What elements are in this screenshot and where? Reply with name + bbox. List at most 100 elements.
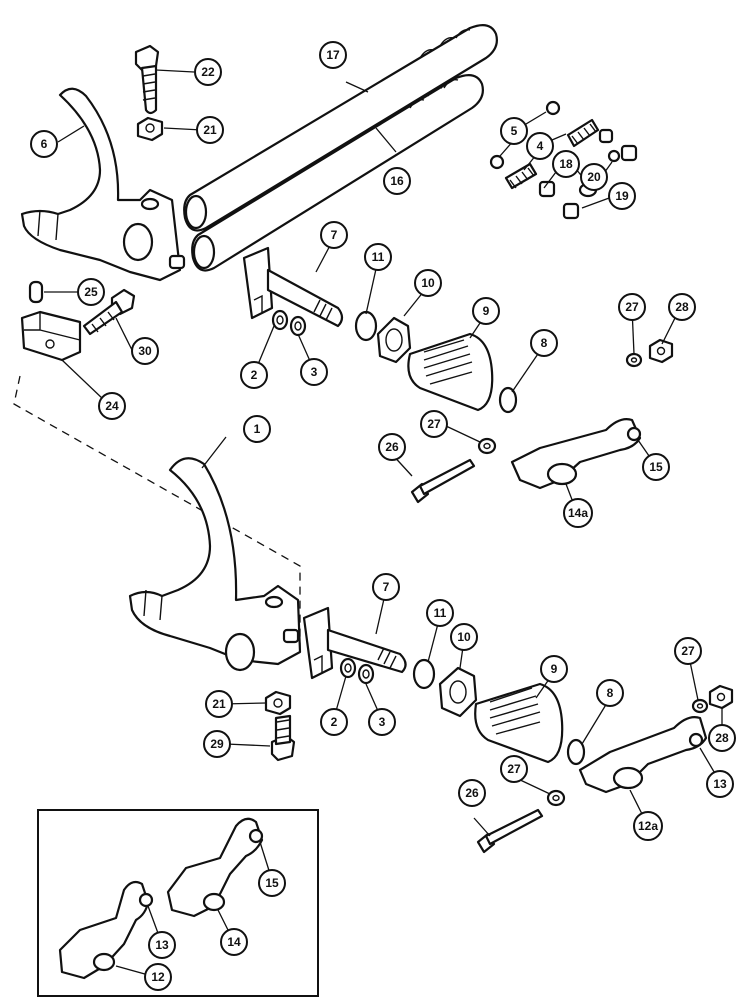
seal-nut-sleeve-upper (354, 310, 518, 414)
svg-text:11: 11 (372, 250, 385, 264)
callout-24: 24 (98, 392, 126, 420)
bolt-22 (134, 44, 160, 115)
svg-text:19: 19 (615, 189, 629, 203)
block-24 (20, 310, 82, 362)
callout-9-upper: 9 (472, 297, 500, 325)
callout-11-upper: 11 (364, 243, 392, 271)
callout-26-lower: 26 (458, 779, 486, 807)
callout-19: 19 (608, 182, 636, 210)
svg-text:10: 10 (421, 276, 435, 290)
callout-21-lower: 21 (205, 690, 233, 718)
callout-22: 22 (194, 58, 222, 86)
callout-27-upper-right: 27 (618, 293, 646, 321)
callout-13-main: 13 (706, 770, 734, 798)
inset-frame (37, 809, 319, 997)
callout-7-upper: 7 (320, 221, 348, 249)
svg-text:13: 13 (155, 938, 169, 952)
shaft-16 (191, 73, 484, 272)
svg-text:28: 28 (675, 300, 689, 314)
callout-30: 30 (131, 337, 159, 365)
svg-text:25: 25 (84, 285, 98, 299)
washers-2-3-upper (271, 309, 307, 337)
callout-6: 6 (30, 130, 58, 158)
callout-2-upper: 2 (240, 361, 268, 389)
svg-text:24: 24 (105, 399, 119, 413)
svg-text:15: 15 (649, 460, 663, 474)
washer-nut-lower-right (691, 684, 734, 714)
svg-text:9: 9 (551, 662, 558, 676)
callout-14: 14 (220, 928, 248, 956)
svg-text:22: 22 (201, 65, 215, 79)
svg-text:12: 12 (151, 970, 165, 984)
callout-9-lower: 9 (540, 655, 568, 683)
svg-text:1: 1 (254, 422, 261, 436)
washer-nut-upper-right (625, 338, 674, 368)
inset-lever-12 (58, 880, 154, 980)
callout-3-upper: 3 (300, 358, 328, 386)
svg-text:3: 3 (379, 715, 386, 729)
callout-12a: 12a (633, 811, 663, 841)
callout-25: 25 (77, 278, 105, 306)
bolt-29 (270, 714, 296, 762)
svg-text:26: 26 (465, 786, 479, 800)
callout-11-lower: 11 (426, 599, 454, 627)
svg-text:7: 7 (383, 580, 390, 594)
svg-text:18: 18 (559, 157, 573, 171)
inset-lever-14 (166, 817, 264, 918)
svg-text:10: 10 (457, 630, 471, 644)
svg-text:6: 6 (41, 137, 48, 151)
callout-28-upper: 28 (668, 293, 696, 321)
callout-12: 12 (144, 963, 172, 991)
svg-text:7: 7 (331, 228, 338, 242)
shaft-17 (183, 23, 498, 232)
callout-10-lower: 10 (450, 623, 478, 651)
shift-fork-1 (128, 457, 302, 672)
callout-27-lower-mid: 27 (500, 755, 528, 783)
callout-21-upper: 21 (196, 116, 224, 144)
callouts: 1 2 2 3 3 4 5 6 7 7 8 8 9 9 10 10 11 11 … (30, 41, 736, 991)
callout-1: 1 (243, 415, 271, 443)
shift-fork-6 (20, 87, 186, 282)
callout-26-upper: 26 (378, 433, 406, 461)
svg-text:27: 27 (681, 644, 695, 658)
callout-8-lower: 8 (596, 679, 624, 707)
svg-text:29: 29 (210, 737, 224, 751)
svg-text:17: 17 (326, 48, 340, 62)
bolt-30 (82, 288, 136, 336)
nut-21-upper (136, 116, 164, 142)
callout-16: 16 (383, 167, 411, 195)
callout-14a: 14a (563, 498, 593, 528)
svg-text:5: 5 (511, 124, 518, 138)
washers-2-3-lower (339, 657, 375, 685)
callout-3-lower: 3 (368, 708, 396, 736)
svg-text:20: 20 (587, 170, 601, 184)
pin-25 (28, 280, 44, 304)
svg-text:30: 30 (138, 344, 152, 358)
callout-17: 17 (319, 41, 347, 69)
callout-10-upper: 10 (414, 269, 442, 297)
svg-text:8: 8 (607, 686, 614, 700)
callout-4: 4 (526, 132, 554, 160)
svg-text:2: 2 (251, 368, 258, 382)
seal-nut-sleeve-lower (412, 658, 586, 766)
svg-text:28: 28 (715, 731, 729, 745)
callout-29: 29 (203, 730, 231, 758)
svg-text:13: 13 (713, 777, 727, 791)
callout-28-lower: 28 (708, 724, 736, 752)
svg-text:27: 27 (625, 300, 639, 314)
svg-text:4: 4 (537, 139, 544, 153)
callout-7-lower: 7 (372, 573, 400, 601)
lever-12a-assembly (476, 716, 708, 854)
callout-27-lower-right: 27 (674, 637, 702, 665)
svg-text:27: 27 (507, 762, 521, 776)
svg-text:2: 2 (331, 715, 338, 729)
shift-shaft-7-lower (302, 606, 407, 680)
svg-text:14a: 14a (568, 506, 588, 520)
svg-text:26: 26 (385, 440, 399, 454)
callout-27-upper-mid: 27 (420, 410, 448, 438)
callout-5: 5 (500, 117, 528, 145)
svg-text:21: 21 (203, 123, 217, 137)
svg-text:8: 8 (541, 336, 548, 350)
lever-14a-assembly (410, 418, 642, 504)
